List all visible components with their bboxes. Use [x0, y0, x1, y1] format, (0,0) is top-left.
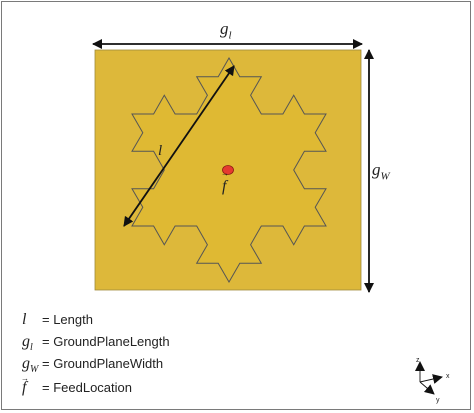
feed-label: f	[221, 169, 230, 196]
legend-text-ground-width: = GroundPlaneWidth	[42, 356, 164, 371]
legend-item-ground-length: gl = GroundPlaneLength	[22, 334, 242, 354]
legend-item-length: l = Length	[22, 312, 222, 330]
legend-text-length: = Length	[42, 312, 93, 327]
ground-length-label: gl	[220, 19, 232, 42]
legend-symbol-ground-width: gW	[22, 355, 39, 376]
axis-z-label: z	[416, 357, 420, 364]
axis-y-label: y	[436, 397, 440, 404]
legend-item-ground-width: gW = GroundPlaneWidth	[22, 356, 242, 376]
length-label: l	[158, 143, 163, 159]
legend-symbol-ground-length: gl	[22, 333, 33, 354]
legend-symbol-feed: f	[21, 371, 30, 396]
legend-item-feed: f = FeedLocation	[21, 371, 222, 398]
legend-text-feed: = FeedLocation	[42, 380, 132, 395]
legend-text-ground-length: = GroundPlaneLength	[42, 334, 170, 349]
legend-symbol-length: l	[22, 311, 27, 328]
ground-width-label: gW	[372, 160, 390, 183]
axis-triad: z x y	[415, 357, 450, 404]
axis-x-label: x	[446, 373, 450, 380]
length-arrow	[123, 65, 235, 227]
